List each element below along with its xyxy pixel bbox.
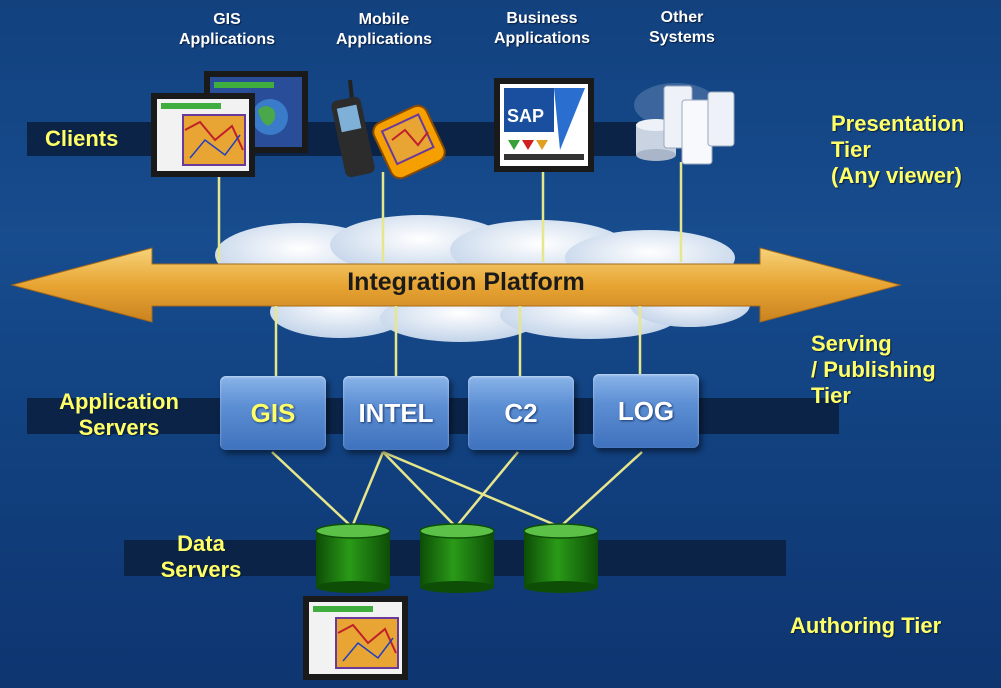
gis-map-monitor-icon [151,93,255,177]
database-icon [315,523,391,593]
data-servers-label: Data Servers [160,531,242,582]
mobile-phone-icon [331,79,375,178]
mobile-applications-label: Mobile Applications [335,11,432,48]
sap-monitor-icon [494,78,594,172]
business-applications-label: Business Applications [493,10,590,47]
pda-icon [372,104,446,180]
authoring-tier-label: Authoring Tier [790,613,942,638]
application-servers-label: Application Servers [59,389,179,440]
app-server-log: LOG [593,374,699,448]
platform-connectors [274,306,642,376]
data-connectors [271,450,643,529]
app-server-gis: GIS [220,376,326,450]
database-icon [523,523,599,593]
presentation-tier-label: Presentation Tier (Any viewer) [831,111,965,188]
serving-tier-label: Serving / Publishing Tier [811,331,936,408]
clients-label: Clients [45,126,119,151]
database-icon [419,523,495,593]
app-server-c2: C2 [468,376,574,450]
sap-logo: SAP [507,106,544,126]
server-rack-icon [634,83,735,165]
authoring-monitor-icon [303,596,408,680]
app-server-intel: INTEL [343,376,449,450]
gis-applications-label: GIS Applications [178,11,275,48]
integration-platform-label: Integration Platform [347,268,585,296]
integration-arrow [10,247,902,323]
client-connectors [217,162,683,262]
other-systems-label: Other Systems [649,9,715,46]
